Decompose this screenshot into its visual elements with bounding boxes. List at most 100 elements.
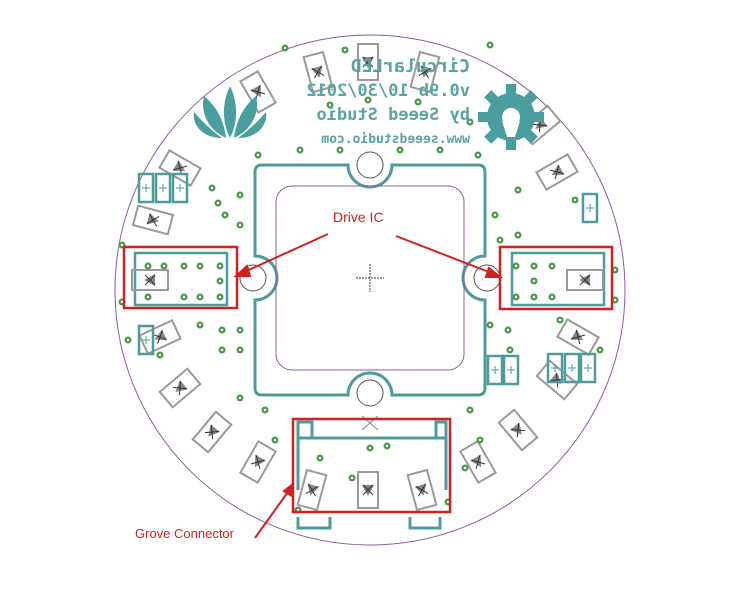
via xyxy=(236,346,244,354)
via xyxy=(156,351,164,359)
via xyxy=(271,436,279,444)
led-part xyxy=(566,269,604,291)
via xyxy=(254,151,262,159)
via xyxy=(160,262,168,270)
led-part xyxy=(296,468,328,512)
led-part xyxy=(138,319,182,355)
via xyxy=(218,326,226,334)
drive-ic-right-footprint xyxy=(510,251,606,307)
via xyxy=(348,474,356,482)
board-version: v0.9b 10/30/2012 xyxy=(306,81,470,101)
grove-connector-footprint xyxy=(296,420,448,530)
via xyxy=(221,211,229,219)
mount-hole-left xyxy=(239,264,267,292)
led-part xyxy=(357,43,379,81)
drive-ic-left-highlight xyxy=(122,245,239,310)
capacitor-parts xyxy=(137,172,599,386)
via xyxy=(548,293,556,301)
via xyxy=(512,293,520,301)
led-part xyxy=(158,367,202,409)
via xyxy=(414,98,422,106)
led-part xyxy=(535,359,579,401)
via xyxy=(236,394,244,402)
via xyxy=(236,326,244,334)
via xyxy=(486,41,494,49)
capacitor-part xyxy=(154,172,172,204)
via xyxy=(208,184,216,192)
via xyxy=(556,316,564,324)
via xyxy=(281,44,289,52)
via xyxy=(144,262,152,270)
led-part xyxy=(131,269,169,291)
drive-ic-label: Drive IC xyxy=(333,209,384,225)
via xyxy=(466,118,474,126)
via xyxy=(196,293,204,301)
annotation-arrows xyxy=(233,233,503,539)
via xyxy=(316,454,324,462)
grove-connector-label: Grove Connector xyxy=(135,526,235,541)
led-part xyxy=(406,468,438,512)
via xyxy=(180,293,188,301)
drive-ic-left-footprint xyxy=(133,251,229,307)
arrow-head-right xyxy=(484,266,503,278)
led-part xyxy=(357,471,379,509)
capacitor-part xyxy=(137,324,155,356)
via xyxy=(196,262,204,270)
via xyxy=(514,186,522,194)
arrow-head-bottom xyxy=(282,481,295,498)
led-parts xyxy=(131,43,604,512)
via xyxy=(364,96,372,104)
via xyxy=(366,444,374,452)
via xyxy=(236,191,244,199)
led-part xyxy=(535,152,579,192)
led-part xyxy=(409,50,441,94)
via xyxy=(216,262,224,270)
via xyxy=(476,436,484,444)
via xyxy=(124,336,132,344)
via xyxy=(216,277,224,285)
via xyxy=(514,231,522,239)
via xyxy=(530,262,538,270)
led-part xyxy=(497,408,539,452)
via xyxy=(506,346,514,354)
via xyxy=(548,262,556,270)
capacitor-part xyxy=(137,172,155,204)
via xyxy=(512,262,520,270)
center-crosshair xyxy=(356,264,384,292)
via xyxy=(466,406,474,414)
led-part xyxy=(131,204,175,236)
capacitor-part xyxy=(579,352,597,384)
via xyxy=(236,221,244,229)
arrow-head-left xyxy=(233,264,252,277)
via xyxy=(336,146,344,154)
led-frame-outline xyxy=(253,163,487,397)
via xyxy=(196,321,204,329)
board-title: CircularLED xyxy=(351,56,470,77)
capacitor-part xyxy=(546,352,564,384)
capacitor-part xyxy=(171,172,189,204)
via xyxy=(496,236,504,244)
via xyxy=(218,346,226,354)
via xyxy=(326,101,334,109)
led-part xyxy=(556,317,600,357)
via xyxy=(491,211,499,219)
via xyxy=(530,293,538,301)
seeed-logo-icon xyxy=(193,86,267,138)
via xyxy=(261,406,269,414)
silkscreen-text: CircularLED v0.9b 10/30/2012 by Seeed St… xyxy=(306,56,470,147)
open-hardware-gear-icon xyxy=(478,84,544,150)
board-website: www.seeedstudio.com xyxy=(321,132,470,147)
via xyxy=(461,464,469,472)
via xyxy=(596,346,604,354)
via xyxy=(571,196,579,204)
mount-hole-bottom xyxy=(356,379,384,407)
via xyxy=(436,146,444,154)
via xyxy=(504,326,512,334)
led-part xyxy=(238,440,278,484)
board-outline xyxy=(114,34,626,546)
capacitor-part xyxy=(502,354,520,386)
via xyxy=(296,146,304,154)
via xyxy=(341,46,349,54)
